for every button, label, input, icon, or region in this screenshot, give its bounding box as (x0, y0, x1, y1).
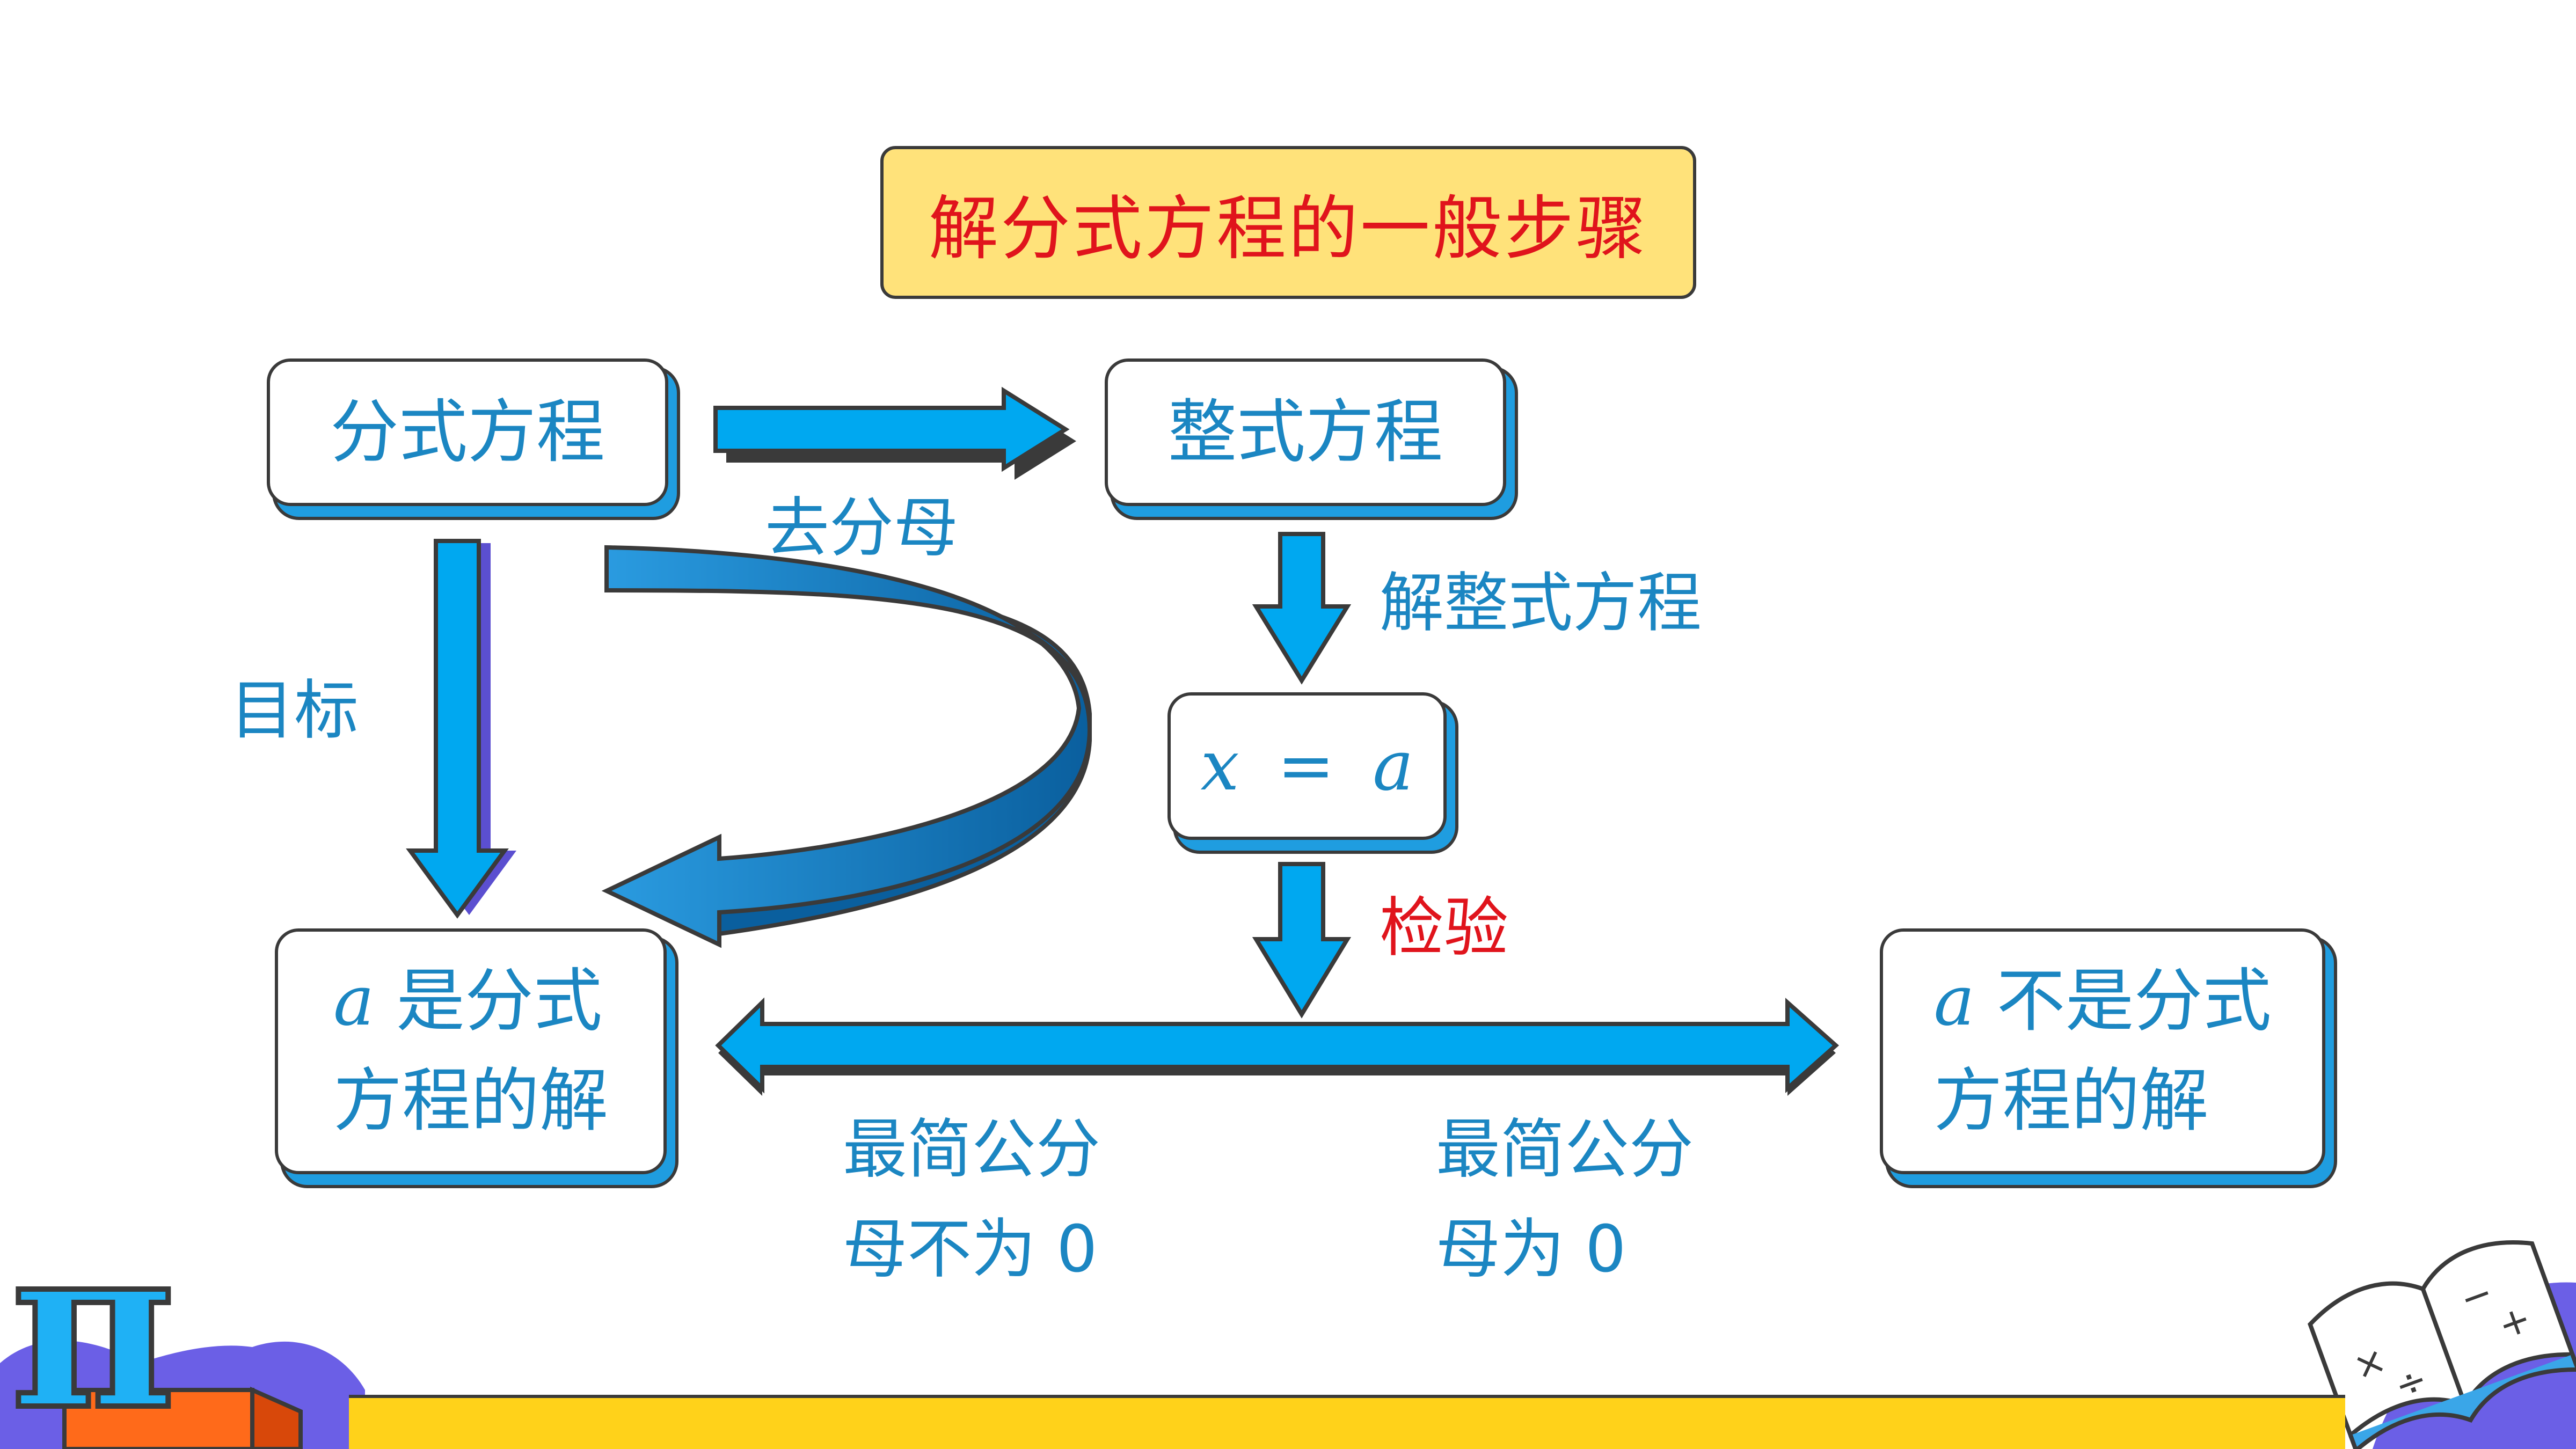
is-solution-line1: a 是分式 (333, 961, 602, 1041)
node-not-solution: a 不是分式 方程的解 (1880, 928, 2325, 1174)
label-goal: 目标 (230, 674, 359, 748)
not-solution-var: a (1933, 961, 1975, 1042)
node-not-solution-text: a 不是分式 方程的解 (1933, 952, 2271, 1151)
is-solution-line2: 方程的解 (333, 1061, 608, 1141)
pi-decoration: π (0, 1192, 365, 1449)
lcd-nonzero-line1: 最简公分 (843, 1113, 1100, 1187)
solution-op: = (1277, 726, 1335, 806)
is-solution-line1-text: 是分式 (396, 961, 602, 1042)
arrow-goal (406, 539, 516, 919)
node-is-solution: a 是分式 方程的解 (275, 928, 667, 1174)
label-lcd-zero: 最简公分 母为 0 (1436, 1100, 1694, 1300)
not-solution-line2: 方程的解 (1933, 1061, 2209, 1141)
node-fractional-equation-label: 分式方程 (330, 392, 605, 472)
title-text: 解分式方程的一般步骤 (928, 187, 1648, 269)
node-solution: x = a (1167, 692, 1447, 840)
node-is-solution-text: a 是分式 方程的解 (333, 952, 608, 1151)
lcd-zero-line2: 母为 0 (1436, 1212, 1626, 1287)
arrow-curve-back (601, 545, 1092, 948)
label-lcd-nonzero: 最简公分 母不为 0 (843, 1100, 1100, 1300)
arrow-check (1252, 862, 1352, 1019)
node-integral-equation: 整式方程 (1105, 358, 1506, 506)
node-integral-equation-label: 整式方程 (1167, 392, 1443, 472)
node-fractional-equation: 分式方程 (267, 358, 668, 506)
arrow-remove-denominator (713, 386, 1076, 480)
book-decoration: × ÷ − + (2308, 1240, 2576, 1449)
label-solve-integral: 解整式方程 (1380, 566, 1702, 641)
diagram-title: 解分式方程的一般步骤 (880, 146, 1696, 299)
arrow-split (715, 997, 1840, 1096)
lcd-zero-line1: 最简公分 (1436, 1113, 1694, 1187)
not-solution-line1: a 不是分式 (1933, 961, 2271, 1041)
pi-icon: π (11, 1195, 176, 1449)
solution-val: a (1373, 726, 1414, 806)
arrow-solve-integral (1252, 532, 1352, 685)
label-remove-denominator: 去分母 (765, 491, 958, 566)
book-icon: × ÷ − + (2308, 1240, 2576, 1449)
label-check: 检验 (1380, 891, 1508, 965)
solution-var: x (1200, 726, 1239, 806)
is-solution-var: a (333, 961, 375, 1042)
lcd-nonzero-line2: 母不为 0 (843, 1212, 1098, 1287)
not-solution-line1-text: 不是分式 (1996, 961, 2272, 1042)
solution-expression: x = a (1200, 716, 1413, 816)
bottom-bar (349, 1395, 2345, 1449)
